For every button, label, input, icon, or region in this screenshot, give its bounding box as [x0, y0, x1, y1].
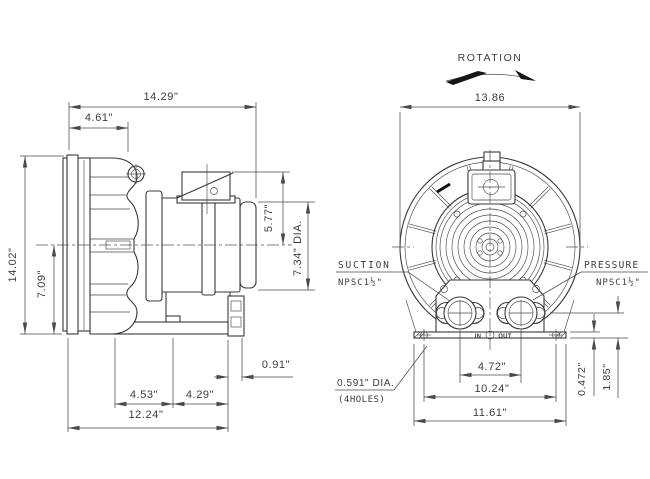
rotation-arrow-head [515, 70, 536, 81]
dim-housing-depth: 4.61" [85, 112, 113, 124]
dim-base-width: 11.61" [473, 407, 507, 419]
suction-thread-label: NPSC1½" [338, 277, 383, 288]
dim-slot-to-rear: 4.29" [186, 389, 214, 401]
dim-port-spacing: 4.72" [478, 361, 506, 373]
dim-overall-height: 14.02" [7, 247, 19, 282]
side-view: 14.29" 4.61" 14.02" 7.09" 5.77" 7.34" DI… [7, 91, 315, 432]
rotation-label: ROTATION [458, 52, 523, 64]
conduit-box-front [467, 151, 516, 205]
pressure-port [496, 296, 546, 330]
dim-overall-length: 14.29" [143, 91, 178, 103]
suction-port [435, 296, 485, 330]
mounting-holes-count-label: (4HOLES) [338, 395, 385, 405]
motor-body [145, 190, 257, 302]
dim-motor-diameter: 7.34" DIA. [292, 220, 304, 276]
conduit-box-side [176, 164, 236, 214]
dim-rear-overhang: 0.91" [262, 359, 290, 371]
front-view: ROTATION [335, 52, 648, 426]
dim-mounting-hole-spacing: 10.24" [474, 383, 509, 395]
dim-base-length: 12.24" [128, 409, 163, 421]
side-view-dimensions: 14.29" 4.61" 14.02" 7.09" 5.77" 7.34" DI… [7, 91, 315, 432]
dim-port-centerline-height: 1.85" [601, 363, 613, 390]
pressure-label: PRESSURE [584, 260, 639, 271]
dim-centerline-height: 7.09" [36, 270, 48, 298]
eyebolt [126, 164, 146, 184]
dim-overall-width: 13.86 [475, 92, 506, 104]
pressure-callout: PRESSURE NPSC1½" [532, 260, 648, 301]
dim-centerline-to-top: 5.77" [263, 204, 275, 232]
blower-housing-side [62, 154, 139, 335]
front-view-dimensions: 13.86 4.72" 10.24" 11.61" 0.472" 1.85" [399, 92, 628, 426]
pressure-thread-label: NPSC1½" [596, 277, 641, 288]
mounting-holes-dia-label: 0.591" DIA. [337, 378, 394, 389]
rotation-arrow-swoosh [446, 71, 487, 85]
mounting-holes-callout: 0.591" DIA. (4HOLES) [335, 345, 428, 405]
dim-foot-slot-spacing: 4.53" [130, 389, 158, 401]
cast-rotation-mark [436, 182, 451, 194]
rear-terminal-box [227, 295, 245, 337]
suction-callout: SUCTION NPSC1½" [336, 260, 451, 302]
dim-base-thickness: 0.472" [576, 362, 588, 396]
rotation-arrow [445, 70, 536, 85]
inlet-label: IN [475, 334, 482, 340]
suction-label: SUCTION [338, 260, 391, 271]
outlet-label: OUT [498, 334, 512, 340]
